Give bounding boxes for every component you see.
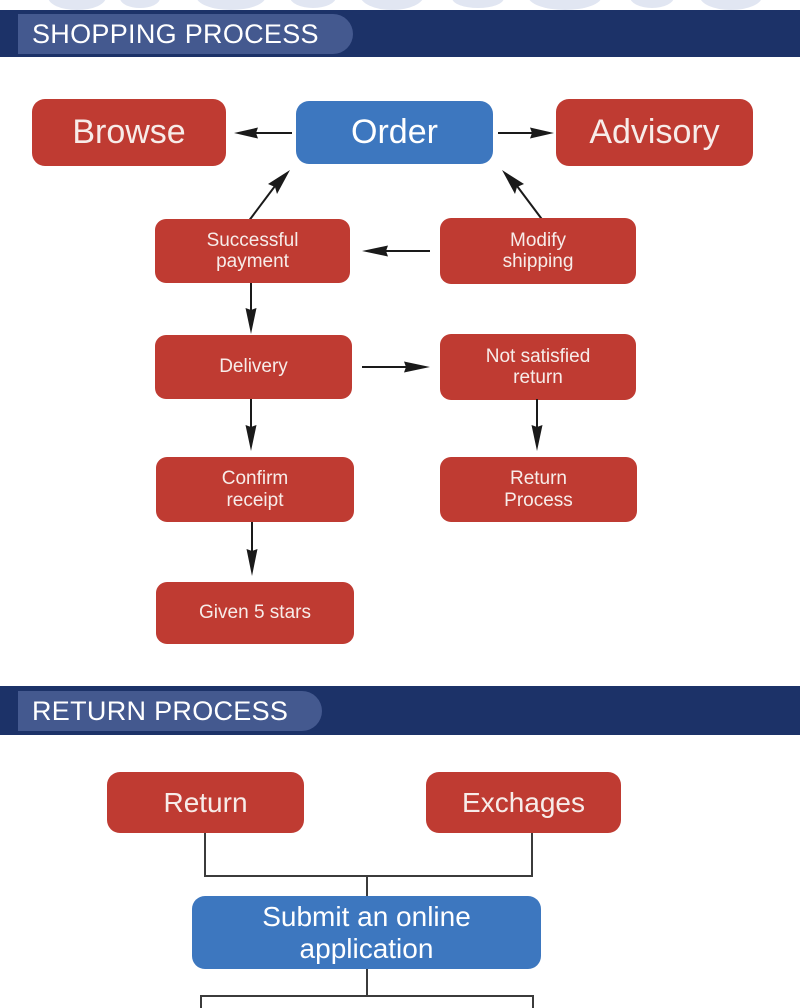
- node-not-satisfied-return[interactable]: Not satisfied return: [440, 334, 636, 400]
- node-confirm-receipt[interactable]: Confirm receipt: [156, 457, 354, 522]
- connector-line: [200, 995, 202, 1008]
- node-return-process-label: Return Process: [504, 468, 573, 511]
- section-title-shopping: SHOPPING PROCESS: [32, 18, 319, 49]
- node-submit-application-label: Submit an online application: [262, 901, 471, 964]
- node-return[interactable]: Return: [107, 772, 304, 833]
- connector-line: [204, 875, 533, 877]
- node-delivery-label: Delivery: [219, 356, 288, 378]
- arrow-delivery-to-confirm-receipt: [245, 399, 257, 451]
- connector-line: [200, 995, 534, 997]
- section-banner-shopping: SHOPPING PROCESS: [0, 10, 800, 57]
- arrow-modify-shipping-to-order: [502, 170, 545, 223]
- node-advisory[interactable]: Advisory: [556, 99, 753, 166]
- watermark-blob: [360, 0, 424, 10]
- watermark-blob: [700, 0, 762, 10]
- node-given-5-stars-label: Given 5 stars: [199, 602, 311, 624]
- arrow-order-to-advisory: [498, 127, 554, 139]
- node-submit-application[interactable]: Submit an online application: [192, 896, 541, 969]
- node-advisory-label: Advisory: [589, 113, 720, 152]
- watermark-strip: [0, 0, 800, 11]
- connector-line: [531, 833, 533, 877]
- node-successful-payment-label: Successful payment: [206, 229, 299, 272]
- arrow-modify-shipping-to-successful-payment: [362, 245, 430, 257]
- watermark-blob: [120, 0, 160, 8]
- watermark-blob: [630, 0, 674, 8]
- banner-tab: RETURN PROCESS: [18, 691, 323, 731]
- watermark-blob: [48, 0, 106, 10]
- node-successful-payment[interactable]: Successful payment: [155, 219, 350, 283]
- node-return-label: Return: [163, 786, 248, 818]
- node-order[interactable]: Order: [296, 101, 493, 164]
- node-delivery[interactable]: Delivery: [155, 335, 352, 399]
- node-confirm-receipt-label: Confirm receipt: [221, 468, 289, 511]
- arrow-successful-payment-to-order: [247, 170, 290, 223]
- node-modify-shipping[interactable]: Modify shipping: [440, 218, 636, 284]
- arrow-successful-payment-to-delivery: [245, 283, 257, 334]
- banner-tab: SHOPPING PROCESS: [18, 14, 353, 54]
- connector-line: [532, 995, 534, 1008]
- connector-line: [366, 969, 368, 997]
- node-browse[interactable]: Browse: [32, 99, 226, 166]
- arrow-confirm-receipt-to-given-5-stars: [246, 522, 258, 576]
- node-return-process[interactable]: Return Process: [440, 457, 637, 522]
- watermark-blob: [196, 0, 266, 10]
- watermark-blob: [528, 0, 602, 10]
- node-exchages[interactable]: Exchages: [426, 772, 621, 833]
- node-given-5-stars[interactable]: Given 5 stars: [156, 582, 354, 644]
- node-browse-label: Browse: [72, 113, 186, 152]
- watermark-blob: [452, 0, 504, 8]
- section-title-return: RETURN PROCESS: [32, 695, 289, 726]
- arrow-order-to-browse: [234, 127, 292, 139]
- watermark-blob: [290, 0, 336, 8]
- arrow-delivery-to-not-satisfied-return: [362, 361, 430, 373]
- node-order-label: Order: [351, 113, 438, 152]
- node-modify-shipping-label: Modify shipping: [502, 229, 574, 272]
- arrow-not-satisfied-return-to-return-process: [531, 399, 543, 451]
- node-exchages-label: Exchages: [462, 786, 585, 818]
- node-not-satisfied-return-label: Not satisfied return: [485, 345, 591, 388]
- section-banner-return: RETURN PROCESS: [0, 686, 800, 735]
- connector-line: [204, 833, 206, 877]
